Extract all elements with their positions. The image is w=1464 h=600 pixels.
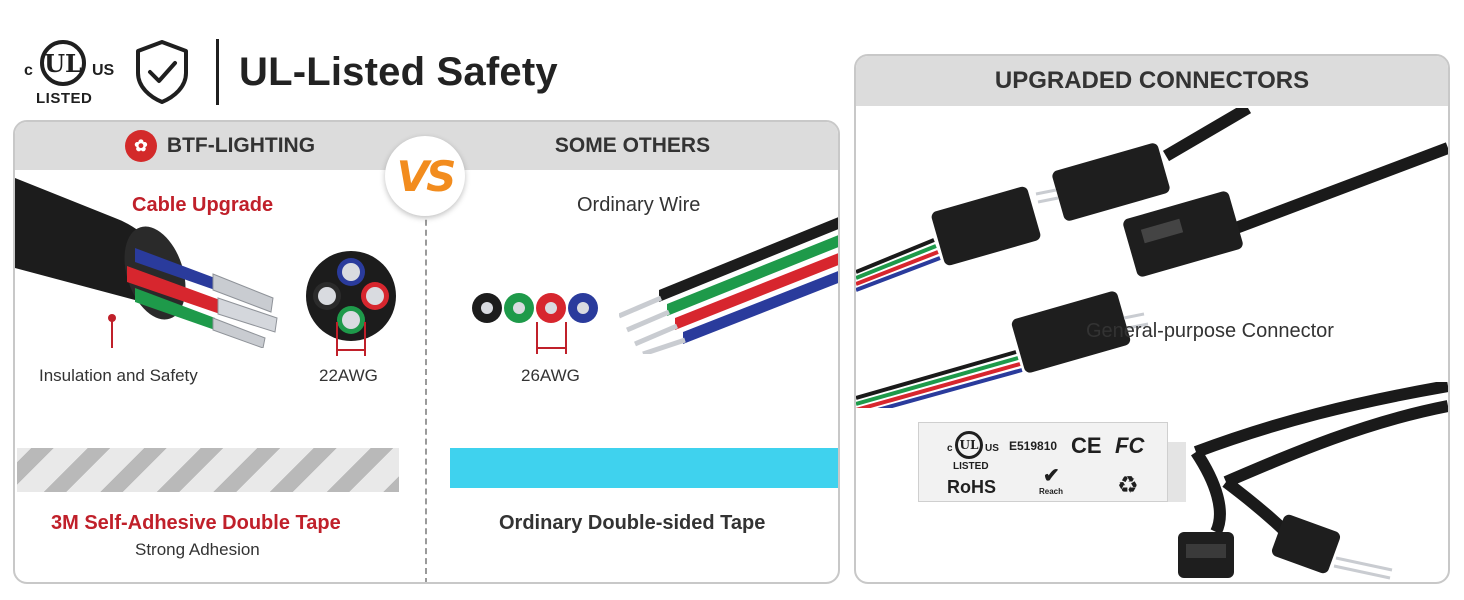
ul-logo-listed: LISTED — [36, 90, 93, 107]
fc-mark: FC — [1115, 433, 1145, 458]
ce-mark: CE — [1071, 433, 1102, 458]
wire-cross-section-26awg — [472, 293, 598, 354]
ordinary-wire-title: Ordinary Wire — [577, 194, 701, 216]
cert-file-number: E519810 — [1009, 439, 1058, 453]
cert-ul-circle: UL — [955, 431, 983, 459]
vs-badge: VS — [385, 136, 465, 216]
reach-check-icon: ✔ — [1043, 465, 1060, 487]
header: c UL US LISTED UL-Listed Safety — [22, 36, 558, 108]
comparison-divider — [425, 170, 427, 582]
cert-ul-c: c — [947, 443, 953, 454]
cable-upgrade-title: Cable Upgrade — [132, 194, 274, 216]
header-divider — [216, 39, 219, 105]
btf-lighting-logo-icon: ✿ — [124, 130, 157, 162]
connector-caption: General-purpose Connector — [1086, 320, 1334, 342]
connectors-heading: UPGRADED CONNECTORS — [856, 56, 1448, 106]
ul-logo-c: c — [24, 62, 33, 79]
ordinary-wire-illustration — [619, 217, 838, 354]
ul-logo-circle: UL — [40, 40, 86, 86]
ul-listed-logo: c UL US LISTED — [22, 36, 118, 108]
rohs-mark: RoHS — [947, 477, 996, 497]
page-title: UL-Listed Safety — [239, 49, 558, 94]
gauge-22awg: 22AWG — [319, 366, 378, 385]
3m-tape-illustration — [17, 448, 399, 492]
reach-mark: Reach — [1039, 487, 1064, 496]
comparison-panel: ✿ BTF-LIGHTING SOME OTHERS Cable Upgrade… — [13, 120, 840, 584]
3m-tape-subtitle: Strong Adhesion — [135, 540, 260, 559]
brand-name: BTF-LIGHTING — [166, 134, 316, 157]
recycle-icon: ♻ — [1117, 471, 1139, 499]
cert-ul-listed: LISTED — [953, 461, 989, 472]
insulation-label: Insulation and Safety — [39, 366, 198, 385]
cert-ul: UL — [959, 438, 979, 452]
connectors-panel: UPGRADED CONNECTORS Gen — [854, 54, 1450, 584]
ul-logo-us: US — [92, 62, 115, 79]
cable-illustration — [15, 178, 278, 348]
ordinary-tape-illustration — [450, 448, 838, 488]
3m-tape-title: 3M Self-Adhesive Double Tape — [51, 512, 341, 534]
certification-label-card: c UL US LISTED E519810 CE FC RoHS ✔ Reac… — [918, 422, 1168, 502]
brand-heading: ✿ BTF-LIGHTING — [15, 122, 425, 170]
shield-check-icon — [134, 39, 190, 105]
ul-logo-ul: UL — [44, 48, 82, 78]
others-heading: SOME OTHERS — [554, 134, 711, 157]
gauge-26awg: 26AWG — [521, 366, 580, 385]
labeled-cable-illustration — [1156, 382, 1448, 580]
cert-ul-us: US — [985, 443, 999, 454]
connectors-illustration — [856, 108, 1448, 408]
cable-cross-section-22awg — [306, 251, 396, 356]
ordinary-tape-title: Ordinary Double-sided Tape — [499, 512, 766, 534]
